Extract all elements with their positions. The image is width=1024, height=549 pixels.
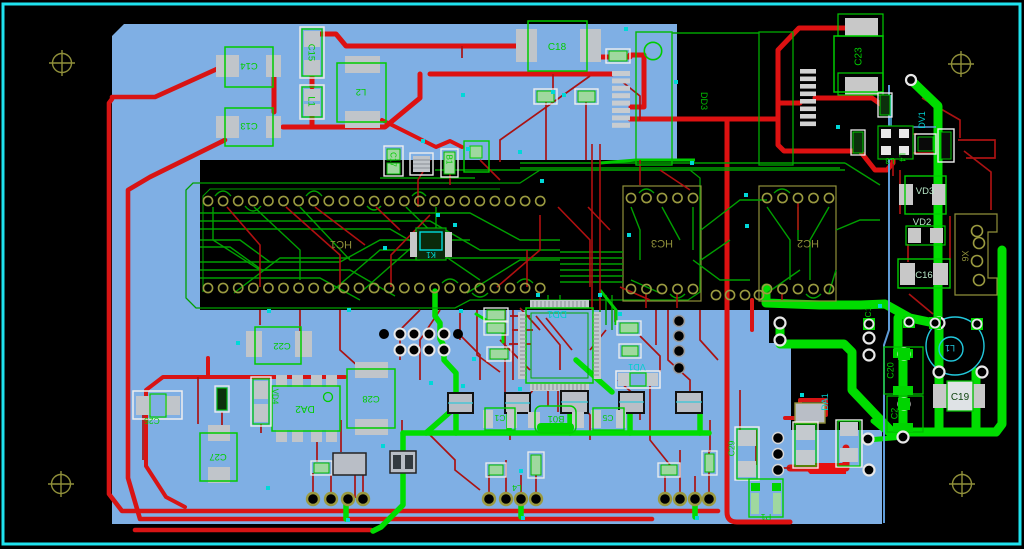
svg-text:X6: X6: [960, 250, 970, 261]
svg-text:K1: K1: [426, 250, 436, 259]
svg-text:L3: L3: [885, 156, 895, 166]
svg-text:VD1: VD1: [628, 362, 646, 372]
svg-text:DV1: DV1: [917, 111, 927, 129]
svg-text:C17: C17: [389, 152, 398, 167]
svg-text:C22: C22: [273, 340, 290, 351]
svg-text:C18: C18: [548, 42, 567, 53]
svg-text:VD2: VD2: [913, 217, 931, 228]
svg-text:C27: C27: [209, 451, 226, 462]
svg-text:HC1: HC1: [330, 238, 352, 250]
svg-text:L1: L1: [306, 96, 317, 107]
svg-text:VD4: VD4: [271, 389, 280, 405]
svg-text:HC2: HC2: [797, 237, 819, 249]
svg-text:P1: P1: [761, 512, 772, 522]
svg-text:L2: L2: [356, 86, 367, 97]
svg-text:C19: C19: [951, 392, 970, 403]
svg-text:DA2: DA2: [295, 403, 315, 414]
svg-text:VD3: VD3: [916, 186, 934, 197]
svg-text:DA1: DA1: [820, 393, 830, 411]
svg-text:C20: C20: [886, 362, 896, 379]
svg-text:HC3: HC3: [651, 237, 673, 249]
svg-text:B1: B1: [445, 155, 454, 165]
svg-text:L1: L1: [945, 343, 955, 353]
svg-text:B01: B01: [548, 413, 565, 424]
svg-text:DD3: DD3: [699, 92, 709, 110]
svg-text:C28: C28: [362, 393, 379, 404]
svg-text:C5: C5: [602, 413, 613, 423]
svg-text:C2: C2: [890, 408, 900, 420]
svg-text:DD1: DD1: [547, 308, 567, 319]
svg-text:C14: C14: [240, 60, 257, 71]
svg-text:C13: C13: [240, 120, 257, 131]
svg-text:C25: C25: [144, 416, 160, 426]
svg-text:C1: C1: [863, 306, 873, 317]
svg-text:C1: C1: [494, 413, 505, 423]
svg-text:L4: L4: [512, 483, 522, 493]
svg-text:L4: L4: [898, 153, 907, 162]
svg-text:C16: C16: [915, 270, 932, 281]
svg-text:C29: C29: [727, 440, 737, 456]
svg-text:C15: C15: [306, 44, 317, 61]
svg-text:C23: C23: [854, 47, 865, 66]
